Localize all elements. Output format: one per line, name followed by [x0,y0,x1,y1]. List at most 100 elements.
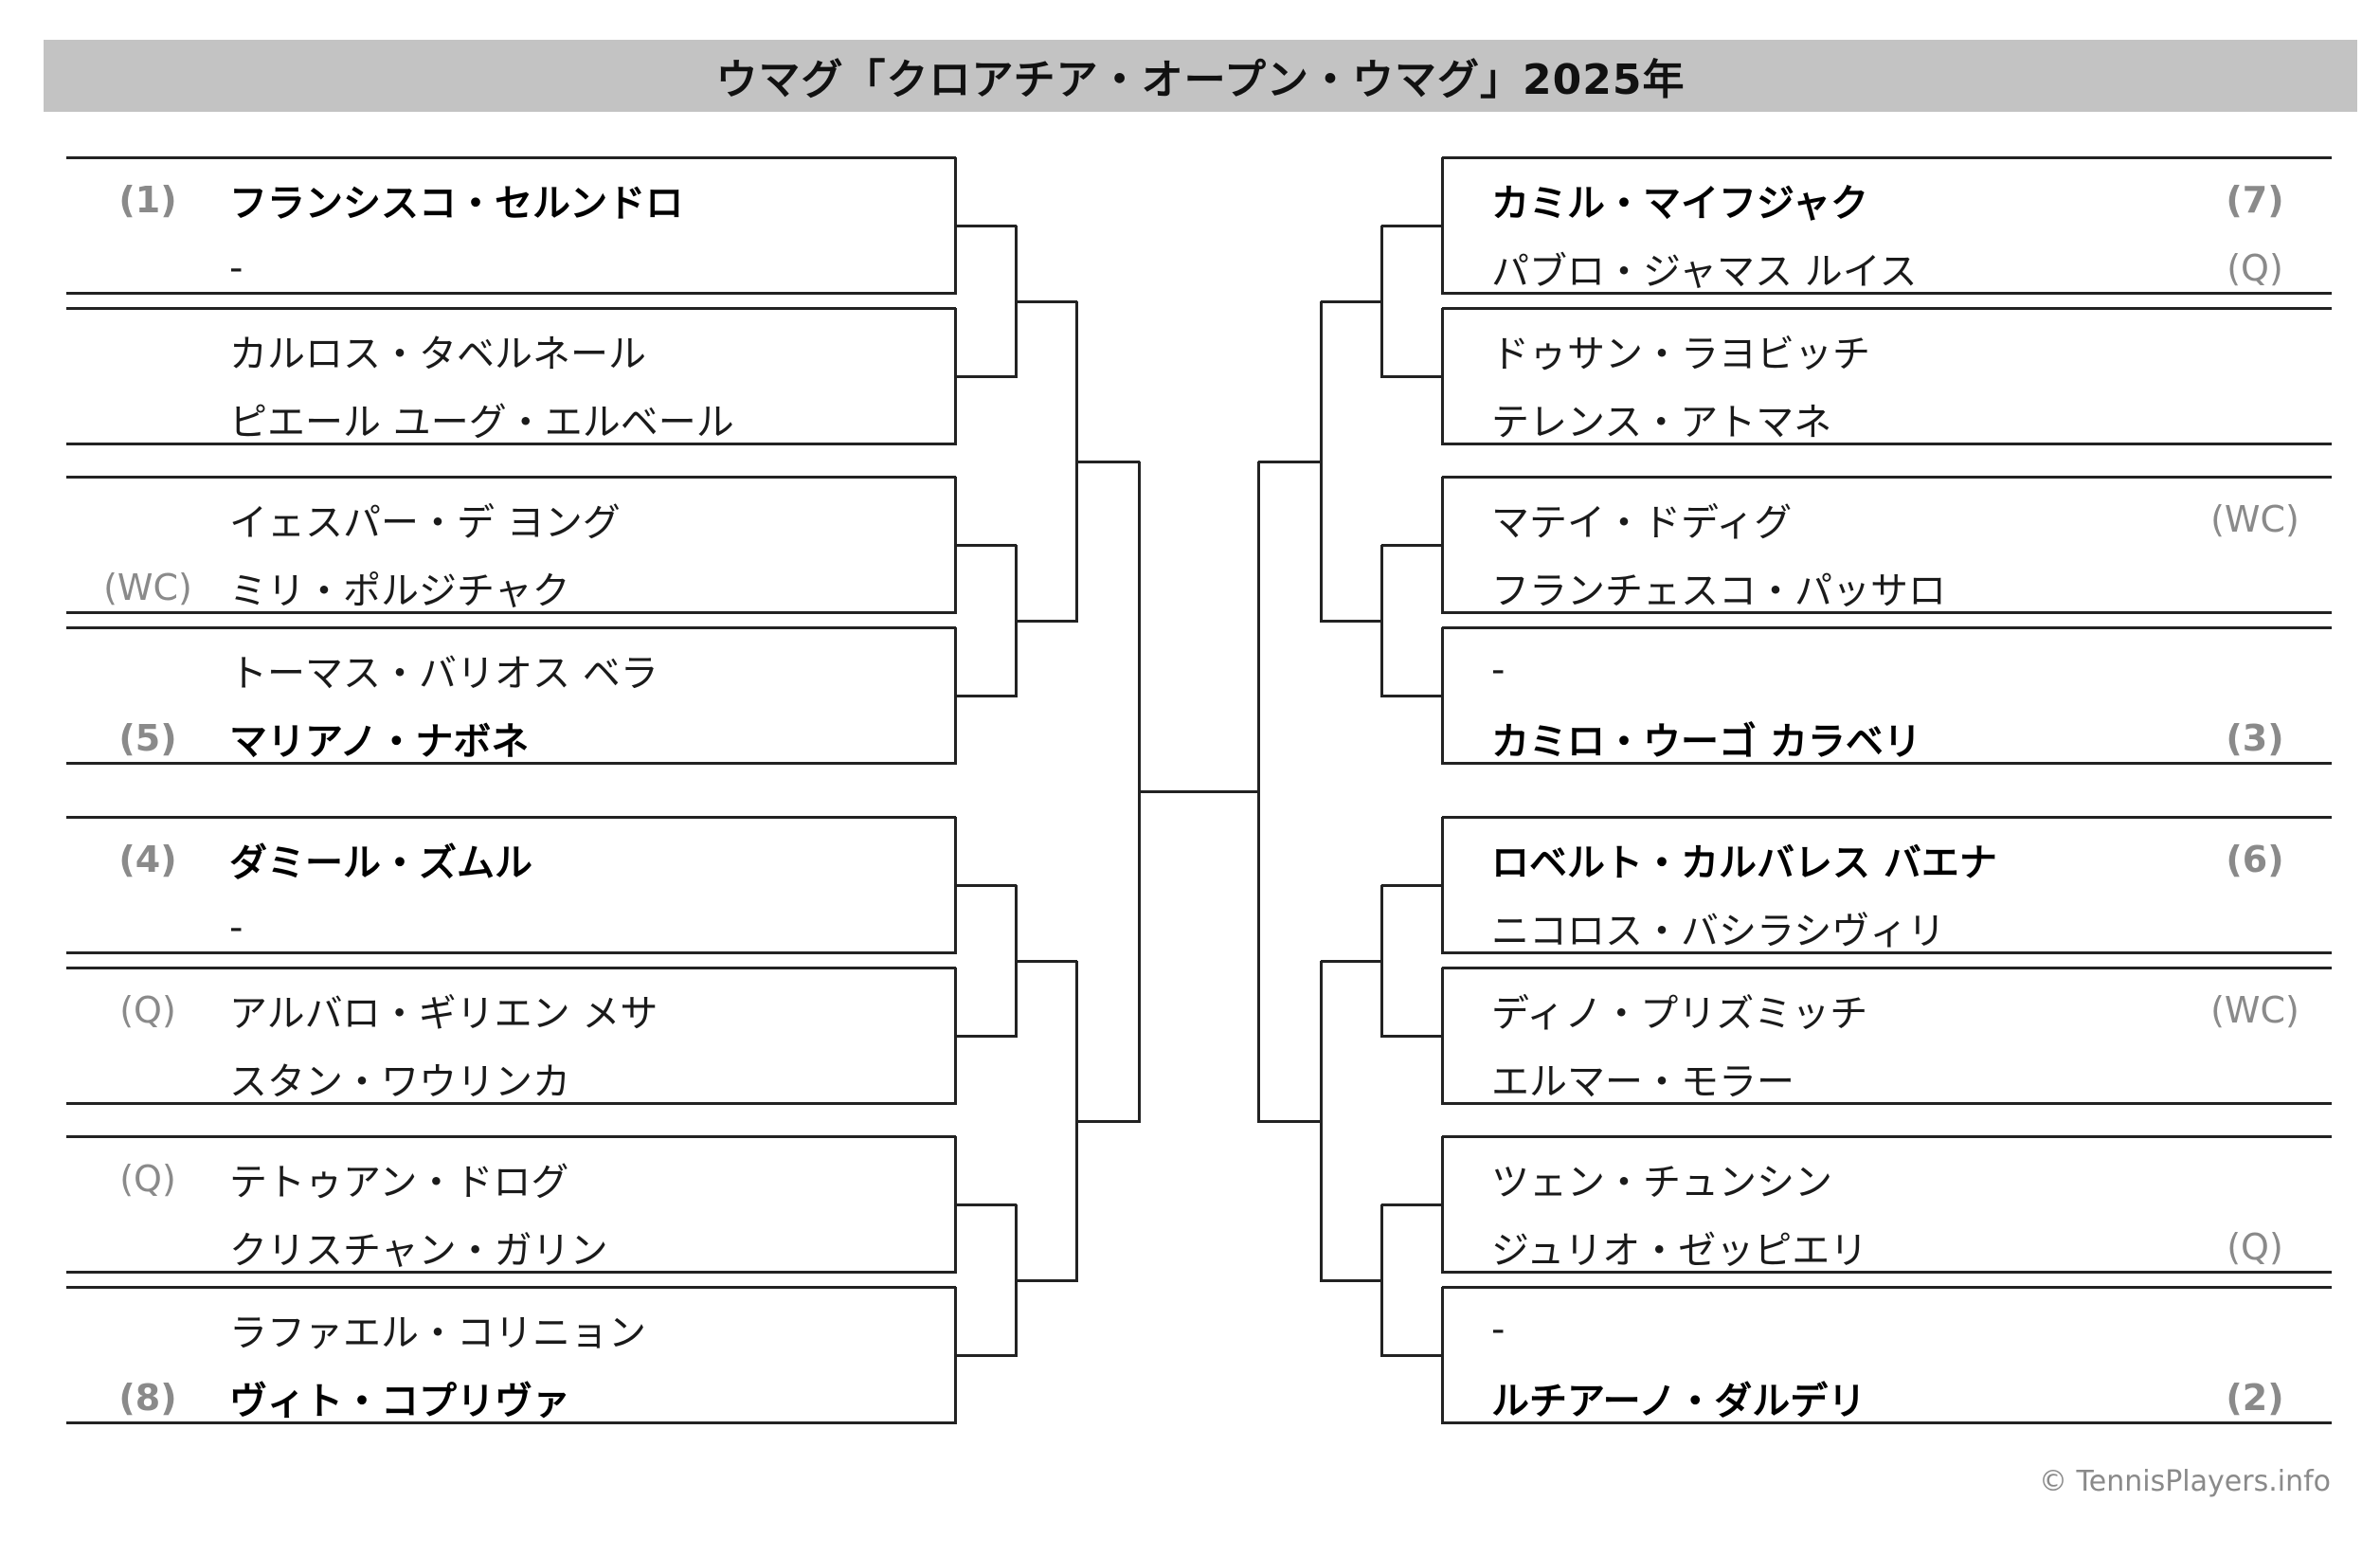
player-name: ルチアーノ・ダルデリ [1491,1380,1866,1423]
right-match-top-line [1442,816,2332,819]
player-seed: (1) [118,179,177,221]
left-r1-connector [955,375,1017,378]
left-qf-connector [1016,620,1077,623]
player-row: ニコロス・バシラシヴィリ [0,895,2380,961]
player-seed: (4) [118,839,177,880]
right-match-top-line [1442,476,2332,479]
player-name: テレンス・アトマネ [1491,401,1832,444]
player-seed: (Q) [2227,1226,2283,1268]
player-row: (Q) ジュリオ・ゼッピエリ [0,1214,2380,1280]
player-seed [2189,637,2321,703]
player-seed: (8) [118,1377,177,1419]
player-name: トーマス・バリオス ベラ [229,652,658,696]
left-match-top-line [66,816,956,819]
left-qf-connector [1016,1279,1077,1282]
left-sf-connector [1076,1120,1140,1123]
left-r1-connector [955,1203,1017,1206]
player-seed: (2) [2226,1377,2284,1419]
player-row: (WC)ディノ・プリズミッチ [0,977,2380,1043]
player-name: ピエール ユーグ・エルベール [229,401,734,444]
player-row: カルロス・タベルネール [0,317,2380,384]
player-seed: (WC) [103,567,192,608]
left-r1-connector [955,225,1017,227]
right-match-top-line [1442,967,2332,969]
player-name: ジュリオ・ゼッピエリ [1491,1229,1868,1273]
player-name: ロベルト・カルバレス バエナ [1491,841,1997,885]
right-r1-connector [1381,544,1443,547]
player-name: イェスパー・デ ヨング [229,501,621,545]
player-row: (Q)パブロ・ジャマス ルイス [0,235,2380,301]
player-name: - [229,246,243,290]
player-seed [2189,386,2321,452]
right-match-bottom-line [1442,611,2332,614]
player-row: ラファエル・コリニョン [0,1296,2380,1363]
player-row: ツェン・チュンシン [0,1146,2380,1212]
left-match-bottom-line [66,611,956,614]
left-match-top-line [66,626,956,629]
player-seed: (WC) [2210,498,2299,540]
player-name: クリスチャン・ガリン [229,1229,608,1273]
player-name: フランチェスコ・パッサロ [1491,570,1946,613]
final-connector [1139,790,1259,793]
player-row: エルマー・モラー [0,1045,2380,1112]
player-row: (4) ダミール・ズムル [0,826,2380,893]
right-qf-connector [1321,620,1382,623]
right-match-top-line [1442,307,2332,310]
player-name: ドゥサン・ラヨビッチ [1491,333,1870,376]
player-seed: (WC) [2210,989,2299,1031]
right-r1-connector [1381,1354,1443,1357]
player-seed: (Q) [119,989,176,1031]
right-r1-connector [1381,225,1443,227]
player-name: マリアノ・ナボネ [229,720,530,764]
right-match-top-line [1442,1135,2332,1138]
player-name: ヴィト・コプリヴァ [229,1380,570,1423]
right-r1-connector [1381,1035,1443,1038]
player-name: エルマー・モラー [1491,1060,1794,1104]
player-name: マテイ・ドディグ [1491,501,1793,545]
left-match-top-line [66,1135,956,1138]
player-row: - [0,895,2380,961]
player-name: ダミール・ズムル [229,841,532,885]
player-row: ドゥサン・ラヨビッチ [0,317,2380,384]
right-r1-connector [1381,884,1443,887]
left-match-bottom-line [66,292,956,295]
player-row: (WC) マテイ・ドディグ [0,486,2380,552]
player-name: テトゥアン・ドログ [229,1161,569,1204]
player-seed: (3) [2226,717,2284,759]
left-r1-connector [955,884,1017,887]
player-seed [2189,1146,2321,1212]
player-seed [2189,554,2321,621]
player-seed: (Q) [2227,247,2283,289]
player-row: (8) ヴィト・コプリヴァ [0,1365,2380,1431]
right-match-bottom-line [1442,1102,2332,1105]
player-row: スタン・ワウリンカ [0,1045,2380,1112]
left-match-top-line [66,967,956,969]
player-name: ツェン・チュンシン [1491,1161,1832,1204]
right-match-bottom-line [1442,951,2332,954]
player-name: - [1491,1308,1506,1351]
player-row: (1)フランシスコ・セルンドロ [0,167,2380,233]
player-row: - [0,637,2380,703]
right-sf-connector [1258,1120,1322,1123]
right-match-bottom-line [1442,292,2332,295]
player-name: ミリ・ポルジチャク [229,570,570,613]
player-row: (3)カミロ・ウーゴ カラベリ [0,705,2380,771]
right-qf-connector [1321,960,1382,963]
player-row: テレンス・アトマネ [0,386,2380,452]
credit-text: © TennisPlayers.info [2039,1465,2331,1498]
right-match-bottom-line [1442,762,2332,765]
player-name: ニコロス・バシラシヴィリ [1491,910,1946,953]
left-match-bottom-line [66,443,956,445]
player-row: (6) ロベルト・カルバレス バエナ [0,826,2380,893]
player-seed [2189,317,2321,384]
left-match-bottom-line [66,762,956,765]
player-row: - [0,235,2380,301]
player-row: (Q)テトゥアン・ドログ [0,1146,2380,1212]
player-row: クリスチャン・ガリン [0,1214,2380,1280]
right-qf-connector [1321,1279,1382,1282]
player-row: (Q)アルバロ・ギリエン メサ [0,977,2380,1043]
player-seed: (6) [2226,839,2284,880]
player-row: (2) ルチアーノ・ダルデリ [0,1365,2380,1431]
player-row: トーマス・バリオス ベラ [0,637,2380,703]
